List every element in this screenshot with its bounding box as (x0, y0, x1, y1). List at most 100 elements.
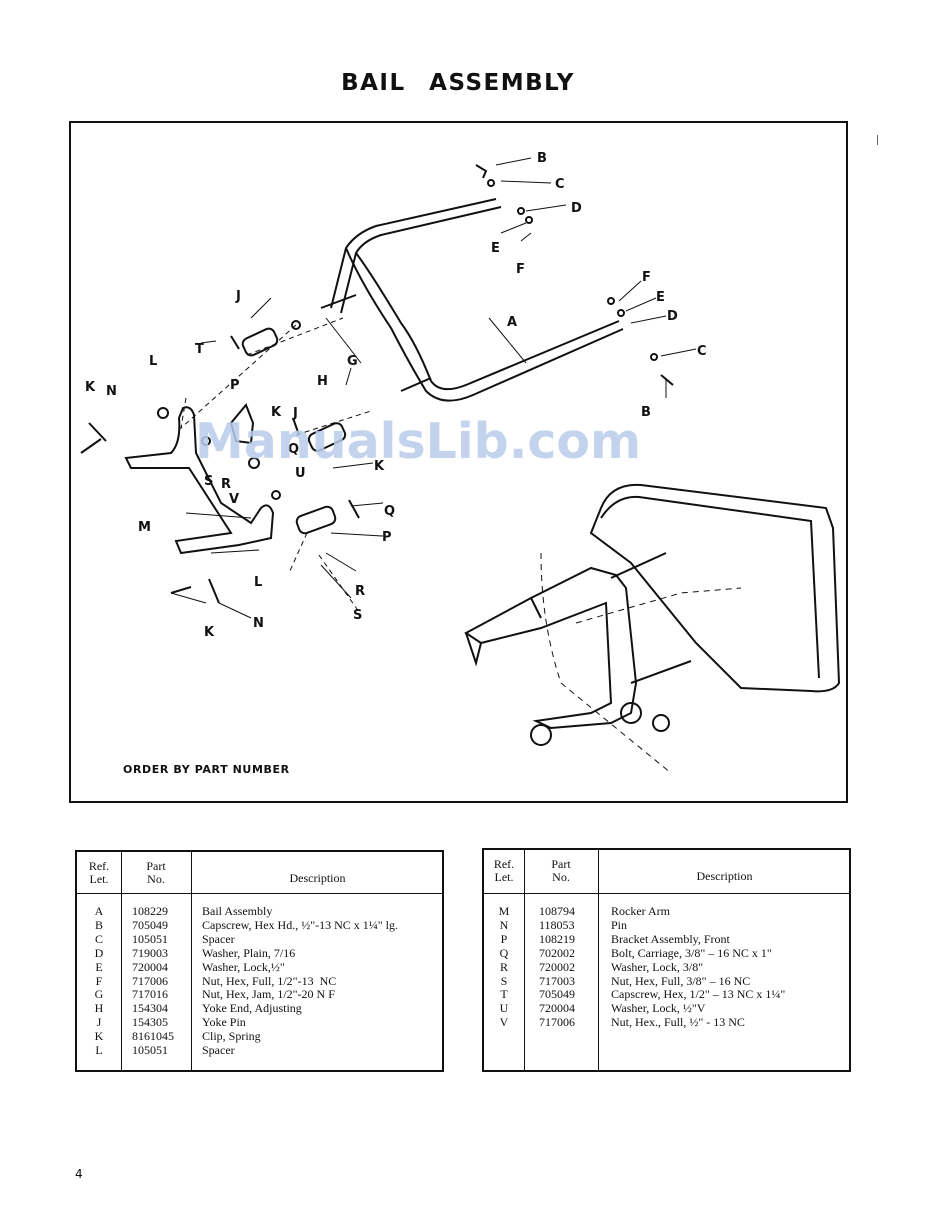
svg-text:L: L (254, 575, 262, 590)
table-cell-ref: Q (499, 945, 509, 960)
svg-text:D: D (667, 309, 678, 324)
svg-text:E: E (656, 290, 665, 305)
table-cell-ref: V (499, 1015, 509, 1030)
table-cell-part: 108219 (539, 931, 575, 946)
order-by-part-number-note: ORDER BY PART NUMBER (123, 763, 290, 776)
table-cell-part: 702002 (539, 945, 575, 960)
table-cell-ref: S (500, 973, 508, 988)
assembled-inset-view (464, 483, 841, 746)
header-description: Description (696, 869, 753, 883)
svg-text:K: K (204, 625, 215, 640)
svg-text:B: B (537, 151, 547, 166)
svg-text:A: A (507, 315, 517, 330)
page-number: 4 (75, 1167, 83, 1181)
svg-text:C: C (697, 344, 707, 359)
table-cell-desc: Yoke End, Adjusting (202, 1001, 302, 1016)
svg-text:U: U (295, 466, 306, 481)
table-cell-ref: U (499, 1001, 509, 1016)
table-cell-desc: Washer, Lock, ½"V (611, 1001, 706, 1016)
scan-mark (877, 135, 878, 145)
table-cell-desc: Spacer (202, 931, 235, 946)
bail-tube (330, 198, 502, 314)
yoke-end-lower (307, 422, 347, 452)
table-cell-part: 105051 (132, 931, 168, 946)
table-cell-desc: Capscrew, Hex Hd., ½"-13 NC x 1¼" lg. (202, 917, 398, 932)
svg-text:P: P (230, 378, 240, 393)
svg-text:M: M (138, 520, 151, 535)
table-cell-part: 118053 (539, 917, 575, 932)
svg-text:E: E (491, 241, 500, 256)
table-cell-part: 720004 (539, 1001, 575, 1016)
table-cell-desc: Rocker Arm (611, 904, 670, 918)
table-cell-desc: Nut, Hex., Full, ½" - 13 NC (611, 1015, 745, 1030)
table-cell-ref: C (94, 931, 103, 946)
table-cell-ref: P (500, 931, 508, 946)
bail-tube-lower (345, 247, 624, 402)
table-cell-ref: R (499, 959, 508, 974)
svg-text:Q: Q (384, 504, 395, 519)
table-cell-part: 108229 (132, 904, 168, 918)
table-cell-ref: L (95, 1043, 103, 1058)
rocker-arm (124, 406, 275, 555)
rod-lower (400, 377, 432, 392)
table-cell-desc: Bracket Assembly, Front (611, 931, 730, 946)
table-cell-ref: A (94, 904, 104, 918)
table-cell-part: 720004 (132, 959, 168, 974)
front-bracket (229, 403, 255, 445)
table-cell-ref: D (94, 945, 104, 960)
svg-text:K: K (374, 459, 385, 474)
page-title: BAIL ASSEMBLY (341, 70, 575, 96)
header-ref-let: Ref. Let. (493, 857, 515, 884)
table-cell-part: 719003 (132, 945, 168, 960)
header-ref-let: Ref. Let. (88, 859, 110, 886)
table-cell-ref: M (498, 904, 510, 918)
table-cell-ref: B (94, 917, 103, 932)
svg-text:C: C (555, 177, 565, 192)
table-cell-desc: Bolt, Carriage, 3/8" – 16 NC x 1" (611, 945, 772, 960)
yoke-end-right (295, 505, 337, 535)
table-cell-ref: G (94, 987, 104, 1002)
svg-text:L: L (149, 354, 157, 369)
table-cell-part: 154305 (132, 1015, 168, 1030)
svg-text:J: J (292, 406, 298, 421)
table-cell-ref: N (499, 917, 509, 932)
table-cell-desc: Capscrew, Hex, 1/2" – 13 NC x 1¼" (611, 987, 786, 1002)
manualslib-watermark: ManualsLib.com (195, 413, 642, 470)
table-cell-part: 720002 (539, 959, 575, 974)
svg-text:F: F (516, 262, 525, 277)
table-cell-part: 705049 (539, 987, 575, 1002)
svg-text:N: N (106, 384, 117, 399)
svg-text:V: V (229, 492, 239, 507)
table-cell-ref: J (96, 1015, 102, 1030)
svg-text:S: S (353, 608, 362, 623)
svg-text:K: K (85, 380, 96, 395)
table-cell-ref: T (500, 987, 508, 1002)
svg-text:B: B (641, 405, 651, 420)
header-description: Description (289, 871, 346, 885)
table-cell-desc: Pin (611, 917, 628, 932)
svg-text:Q: Q (288, 442, 299, 457)
table-cell-ref: F (95, 973, 103, 988)
table-cell-ref: K (94, 1029, 104, 1044)
table-cell-desc: Nut, Hex, Full, 3/8" – 16 NC (611, 973, 751, 988)
svg-text:F: F (642, 270, 651, 285)
table-cell-desc: Yoke Pin (202, 1015, 246, 1030)
table-cell-part: 717006 (539, 1015, 575, 1030)
table-cell-part: 717003 (539, 973, 575, 988)
table-cell-desc: Clip, Spring (202, 1029, 261, 1044)
svg-text:J: J (235, 289, 241, 304)
rod-upper (320, 294, 357, 309)
table-cell-part: 108794 (539, 904, 575, 918)
table-cell-desc: Washer, Lock,½" (202, 959, 285, 974)
svg-text:S: S (204, 474, 213, 489)
svg-text:R: R (355, 584, 365, 599)
table-cell-ref: E (95, 959, 103, 974)
svg-text:R: R (221, 477, 231, 492)
svg-text:P: P (382, 530, 392, 545)
